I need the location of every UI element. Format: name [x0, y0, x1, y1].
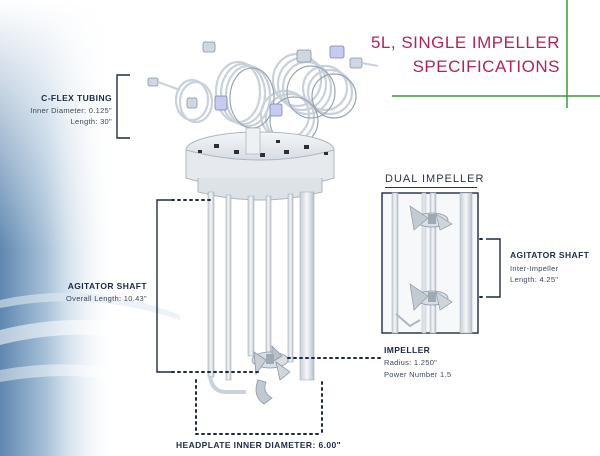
title-line-2: SPECIFICATIONS: [412, 57, 560, 76]
agitator-shaft-length: Overall Length: 10.43": [66, 294, 147, 303]
cflex-label: C-FLEX TUBING: [41, 93, 112, 103]
inset-inter-impeller: Inter-Impeller: [510, 264, 559, 273]
impeller-radius: Radius: 1.250": [384, 358, 438, 367]
title-line-1: 5L, SINGLE IMPELLER: [370, 33, 560, 52]
cflex-inner-diameter: Inner Diameter: 0.125": [30, 106, 112, 115]
headplate-diameter-label: HEADPLATE INNER DIAMETER: 6.00": [176, 440, 342, 450]
agitator-shaft-label: AGITATOR SHAFT: [67, 281, 147, 291]
cflex-length: Length: 30": [70, 117, 112, 126]
dual-impeller-title: DUAL IMPELLER: [385, 173, 485, 185]
impeller-power-number: Power Number 1.5: [384, 370, 452, 379]
inset-inter-impeller-length: Length: 4.25": [510, 275, 559, 284]
impeller-label: IMPELLER: [384, 345, 431, 355]
inset-agitator-shaft-label: AGITATOR SHAFT: [510, 250, 590, 260]
dual-impeller-underline: [385, 187, 477, 188]
